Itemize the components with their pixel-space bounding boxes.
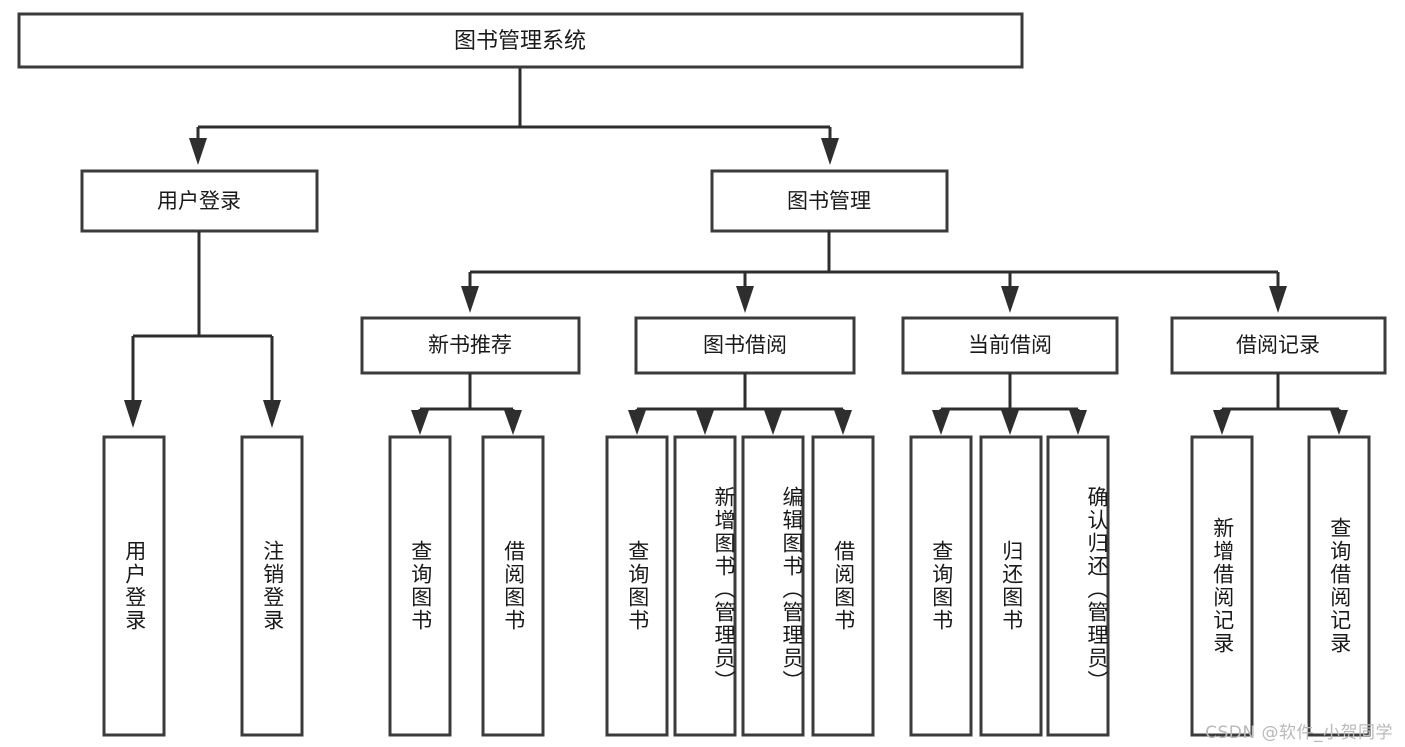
leaf-box-borrow-book-1[interactable] — [481, 435, 545, 737]
leaf-box-borrow-book-2[interactable] — [811, 435, 875, 737]
leaf-box-query-book-2[interactable] — [605, 435, 669, 737]
arrow-head-query-book-1 — [411, 410, 429, 435]
leaf-box-add-record[interactable] — [1190, 435, 1254, 737]
arrow-head-leaf-logout — [263, 400, 281, 428]
leaf-boxes-borrow-record — [1190, 435, 1371, 737]
node-book-management-box[interactable] — [710, 169, 949, 233]
arrow-head-book-borrow — [736, 286, 754, 313]
leaf-box-query-record[interactable] — [1307, 435, 1371, 737]
edges-borrow-record-to-leaves — [1213, 373, 1348, 435]
node-book-management-label: 图书管理 — [787, 189, 871, 213]
csdn-watermark: CSDN @软件_小贺同学 — [1205, 723, 1393, 743]
node-new-book-recommend-box[interactable] — [360, 316, 581, 375]
node-user-login-label: 用户登录 — [157, 189, 241, 213]
arrow-head-confirm-return — [1069, 410, 1087, 435]
leaf-boxes-user-login — [102, 435, 304, 737]
arrow-head-book-manage — [821, 138, 839, 165]
leaf-box-confirm-return[interactable] — [1046, 435, 1110, 737]
node-current-borrow[interactable]: 当前借阅 — [901, 316, 1119, 375]
arrow-head-query-book-2 — [628, 410, 646, 435]
leaf-box-query-book-3[interactable] — [909, 435, 973, 737]
leaf-boxes-book-borrow — [605, 435, 875, 737]
arrow-head-user-login — [189, 138, 207, 165]
arrow-head-leaf-user-login — [124, 400, 142, 428]
edges-book-management-to-level3 — [461, 231, 1287, 313]
arrow-head-add-record — [1213, 410, 1231, 435]
node-borrow-record[interactable]: 借阅记录 — [1170, 316, 1387, 375]
leaf-boxes-current-borrow — [909, 435, 1110, 737]
arrow-head-borrow-record — [1269, 286, 1287, 313]
node-user-login[interactable]: 用户登录 — [80, 169, 319, 233]
node-borrow-record-label: 借阅记录 — [1236, 333, 1320, 357]
arrow-head-add-book — [696, 410, 714, 435]
arrow-head-edit-book — [764, 410, 782, 435]
arrow-head-query-book-3 — [932, 410, 950, 435]
node-current-borrow-label: 当前借阅 — [968, 333, 1052, 357]
leaf-boxes-new-book-recommend — [388, 435, 545, 737]
arrow-head-borrow-book-2 — [834, 410, 852, 435]
leaf-box-return-book[interactable] — [979, 435, 1043, 737]
node-root-label: 图书管理系统 — [454, 29, 586, 54]
node-root[interactable]: 图书管理系统 — [17, 12, 1024, 69]
leaf-box-logout[interactable] — [240, 435, 304, 737]
edges-book-borrow-to-leaves — [628, 373, 852, 435]
node-borrow-record-box[interactable] — [1170, 316, 1387, 375]
node-book-borrow-label: 图书借阅 — [703, 333, 787, 357]
leaf-box-edit-book[interactable] — [741, 435, 805, 737]
leaf-box-query-book-1[interactable] — [388, 435, 452, 737]
edges-root-to-level2 — [189, 67, 839, 165]
arrow-head-borrow-book-1 — [504, 410, 522, 435]
node-book-borrow[interactable]: 图书借阅 — [634, 316, 856, 375]
arrow-head-query-record — [1330, 410, 1348, 435]
node-book-borrow-box[interactable] — [634, 316, 856, 375]
arrow-head-return-book — [1001, 410, 1019, 435]
arrow-head-new-book — [461, 286, 479, 313]
leaf-box-add-book[interactable] — [673, 435, 737, 737]
arrow-head-current-borrow — [1001, 286, 1019, 313]
node-book-management[interactable]: 图书管理 — [710, 169, 949, 233]
edges-user-login-to-leaves — [124, 231, 281, 428]
node-new-book-recommend[interactable]: 新书推荐 — [360, 316, 581, 375]
leaf-box-user-login[interactable] — [102, 435, 166, 737]
edges-current-borrow-to-leaves — [932, 373, 1087, 435]
node-new-book-recommend-label: 新书推荐 — [428, 333, 512, 357]
node-current-borrow-box[interactable] — [901, 316, 1119, 375]
node-root-box[interactable] — [17, 12, 1024, 69]
edges-new-book-to-leaves — [411, 373, 522, 435]
